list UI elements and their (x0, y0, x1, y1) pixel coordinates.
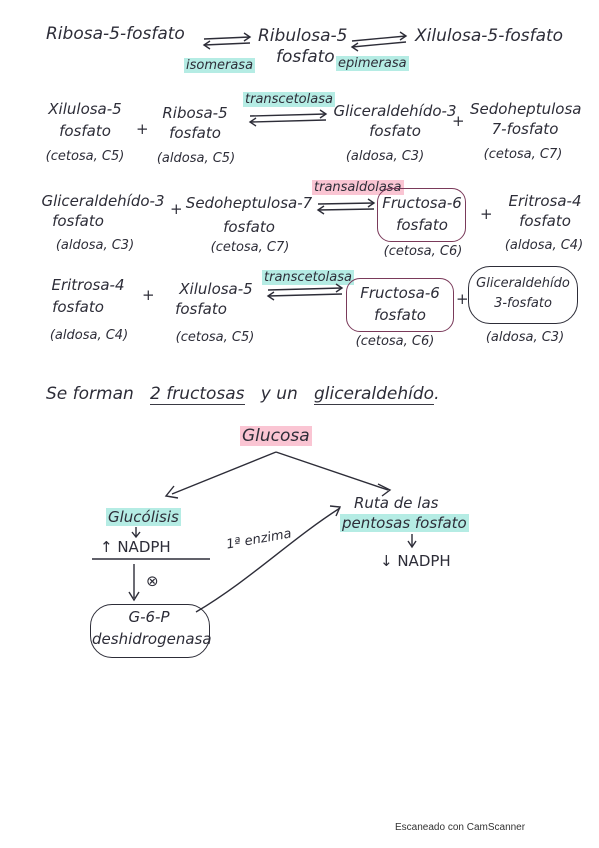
equilibrium-arrow-1 (202, 32, 252, 50)
row3-a-line1: Gliceraldehído-3 (41, 192, 165, 210)
enzyme-transcetolasa-2: transcetolasa (262, 270, 354, 285)
ribosa-5-fosfato: Ribosa-5-fosfato (46, 24, 185, 44)
enzyme-epimerasa: epimerasa (336, 56, 409, 71)
g6p-line2: deshidrogenasa (92, 630, 212, 648)
nadph-down: ↓ NADPH (380, 552, 451, 570)
inhibition-symbol: ⊗ (146, 572, 159, 590)
row2-b-line1: Ribosa-5 (162, 104, 228, 122)
ruta-line1: Ruta de las (354, 494, 439, 512)
row2-a-line2: fosfato (59, 122, 111, 140)
row3-c-line2: fosfato (396, 216, 448, 234)
row4-b-line2: fosfato (175, 300, 227, 318)
summary-fructosas: 2 fructosas (150, 384, 245, 405)
small-arrow-glucolisis (131, 527, 141, 539)
gliceraldehido-circle (468, 266, 578, 324)
ruta-line2: pentosas fosfato (340, 514, 469, 532)
row2-a-type: (cetosa, C5) (45, 149, 125, 164)
plus-sign: + (142, 286, 155, 304)
nadph-up: ↑ NADPH (100, 538, 171, 556)
scanner-footer: Escaneado con CamScanner (395, 822, 526, 833)
plus-sign: + (452, 112, 465, 130)
arrow-g6p-to-ruta (195, 505, 342, 613)
row2-c-line1: Gliceraldehído-3 (333, 102, 457, 120)
equilibrium-arrow-3 (248, 109, 328, 127)
row4-a-line1: Eritrosa-4 (51, 276, 125, 294)
row4-d-line1: Gliceraldehído (476, 276, 570, 291)
glucosa-label: Glucosa (240, 426, 312, 446)
summary-sentence: Se forman 2 fructosas y un gliceraldehíd… (46, 384, 440, 405)
row2-c-type: (aldosa, C3) (345, 149, 425, 164)
enzyme-transcetolasa-1: transcetolasa (243, 92, 335, 107)
summary-gliceraldehido: gliceraldehído (313, 384, 435, 405)
row4-b-type: (cetosa, C5) (175, 330, 255, 345)
equilibrium-arrow-2 (350, 31, 408, 52)
plus-sign: + (170, 200, 183, 218)
xilulosa-5-fosfato: Xilulosa-5-fosfato (415, 26, 564, 46)
row4-d-type: (aldosa, C3) (485, 330, 565, 345)
row3-d-type: (aldosa, C4) (504, 238, 584, 253)
fructosa-6-fosfato-circle-2 (346, 278, 454, 332)
fructosa-6-fosfato-circle (377, 188, 466, 242)
enzyme-isomerasa: isomerasa (184, 58, 256, 73)
glucolisis-label: Glucólisis (106, 508, 181, 526)
ribulosa-fosfato: fosfato (276, 47, 335, 67)
row3-d-line2: fosfato (519, 212, 571, 230)
row4-d-line2: 3-fosfato (494, 296, 552, 311)
summary-end: . (434, 384, 440, 404)
glucolisis-label-wrap: Glucólisis (106, 508, 181, 526)
equilibrium-arrow-5 (266, 283, 344, 301)
plus-sign: + (480, 205, 493, 223)
row2-b-type: (aldosa, C5) (156, 151, 236, 166)
row2-b-line2: fosfato (169, 124, 221, 142)
row2-a-line1: Xilulosa-5 (48, 100, 122, 118)
equilibrium-arrow-4 (316, 198, 376, 215)
row4-a-type: (aldosa, C4) (49, 328, 129, 343)
summary-middle: y un (260, 384, 298, 404)
plus-sign: + (136, 120, 149, 138)
row3-a-line2: fosfato (52, 212, 104, 230)
row2-d-line1: Sedoheptulosa (470, 100, 582, 118)
row3-b-line1: Sedoheptulosa-7 (185, 194, 313, 212)
row2-d-type: (cetosa, C7) (483, 147, 563, 162)
row3-b-type: (cetosa, C7) (210, 240, 290, 255)
enzyme-transaldolasa: transaldolasa (312, 180, 404, 195)
g6p-line1: G-6-P (128, 608, 170, 626)
row4-c-line2: fosfato (374, 306, 426, 324)
row2-d-line2: 7-fosfato (491, 120, 559, 138)
plus-sign: + (456, 290, 469, 308)
row4-b-line1: Xilulosa-5 (179, 280, 253, 298)
row4-c-line1: Fructosa-6 (360, 284, 440, 302)
small-arrow-ruta (407, 534, 417, 549)
row3-c-type: (cetosa, C6) (383, 244, 463, 259)
summary-prefix: Se forman (46, 384, 134, 404)
arrow-to-g6p (128, 564, 140, 602)
row2-c-line2: fosfato (369, 122, 421, 140)
row3-c-line1: Fructosa-6 (382, 194, 462, 212)
arrow-glucosa-to-ruta (275, 451, 392, 497)
row3-d-line1: Eritrosa-4 (508, 192, 582, 210)
row4-a-line2: fosfato (52, 298, 104, 316)
row3-a-type: (aldosa, C3) (55, 238, 135, 253)
row4-c-type: (cetosa, C6) (355, 334, 435, 349)
ribulosa-5: Ribulosa-5 (258, 26, 348, 46)
arrow-glucosa-to-glucolisis (164, 451, 277, 499)
g6p-dehydrogenase-circle (90, 604, 210, 658)
row3-b-line2: fosfato (223, 218, 275, 236)
